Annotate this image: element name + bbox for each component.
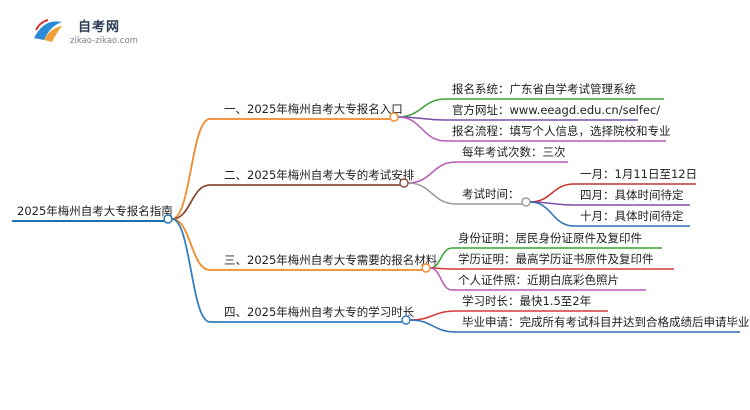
leaf-label: 身份证明：居民身份证原件及复印件 bbox=[458, 231, 642, 245]
connector-curve bbox=[397, 98, 447, 118]
connector-curve bbox=[171, 218, 211, 323]
logo-subtitle: zikao-zikao.com bbox=[70, 36, 138, 46]
root-connector bbox=[163, 214, 173, 224]
connector-curve bbox=[171, 184, 211, 220]
leaf-label: 个人证件照：近期白底彩色照片 bbox=[458, 273, 619, 287]
connector-curve bbox=[407, 161, 457, 184]
leaf-label: 学习时长：最快1.5至2年 bbox=[462, 294, 591, 308]
leaf-label: 一月：1月11日至12日 bbox=[580, 167, 697, 181]
branch-label-exam: 二、2025年梅州自考大专的考试安排 bbox=[224, 168, 415, 182]
connector-curve bbox=[171, 218, 211, 271]
branch-connector-materials bbox=[421, 263, 431, 273]
connector-curve bbox=[407, 182, 457, 205]
logo-mark-icon bbox=[34, 19, 62, 42]
connector-curve bbox=[529, 201, 575, 227]
leaf-label: 官方网址：www.eeagd.edu.cn/selfec/ bbox=[452, 103, 660, 117]
leaf-label: 十月：具体时间待定 bbox=[580, 209, 684, 223]
leaf-label: 毕业申请：完成所有考试科目并达到合格成绩后申请毕业 bbox=[462, 315, 750, 329]
connector-curve bbox=[397, 116, 447, 142]
branch-label-materials: 三、2025年梅州自考大专需要的报名材料 bbox=[224, 253, 438, 267]
exam-time-connector bbox=[521, 197, 531, 207]
leaf-label: 报名流程：填写个人信息，选择院校和专业 bbox=[452, 124, 671, 138]
leaf-label: 考试时间： bbox=[462, 187, 520, 201]
branch-connector-entry bbox=[389, 112, 399, 122]
root-label: 2025年梅州自考大专报名指南 bbox=[17, 204, 173, 218]
leaf-label: 每年考试次数：三次 bbox=[462, 145, 566, 159]
logo: 自考网 zikao-zikao.com bbox=[30, 14, 150, 52]
connector-curve bbox=[429, 267, 453, 291]
branch-connector-duration bbox=[401, 315, 411, 325]
connector-curve bbox=[409, 310, 457, 321]
connector-curve bbox=[171, 118, 211, 220]
leaf-label: 四月：具体时间待定 bbox=[580, 188, 684, 202]
branch-label-duration: 四、2025年梅州自考大专的学习时长 bbox=[224, 305, 415, 319]
leaf-label: 报名系统：广东省自学考试管理系统 bbox=[452, 82, 636, 96]
branch-label-entry: 一、2025年梅州自考大专报名入口 bbox=[224, 102, 403, 116]
branch-connector-exam bbox=[399, 178, 409, 188]
mindmap-edges bbox=[171, 98, 575, 333]
connector-curve bbox=[529, 183, 575, 203]
connector-curve bbox=[409, 319, 457, 333]
leaf-label: 学历证明：最高学历证书原件及复印件 bbox=[458, 252, 654, 266]
logo-title: 自考网 bbox=[78, 20, 121, 35]
